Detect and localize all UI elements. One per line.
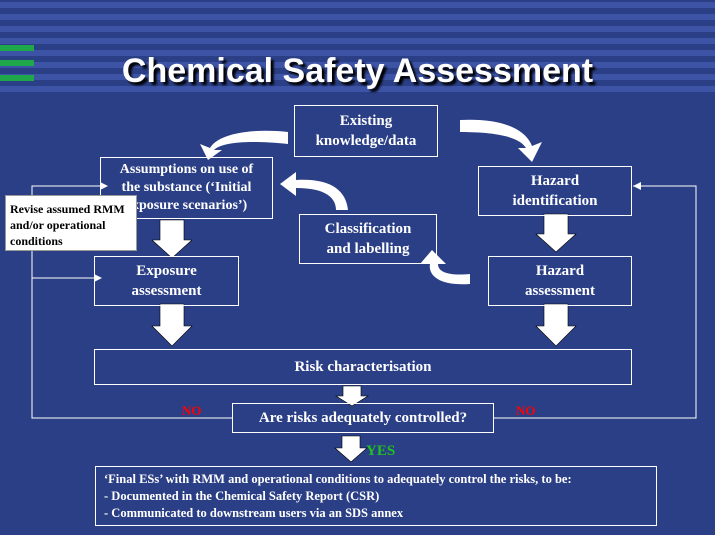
final-line-1: ‘Final ESs’ with RMM and operational con… [104,472,572,486]
yes-label: YES [366,443,396,459]
header-stripes [0,0,715,100]
curved-arrow-to-hazard [460,119,542,162]
green-bar-3 [0,75,34,81]
green-bar-2 [0,60,34,66]
hazard-identification-box: Hazard identification [478,166,632,216]
curved-arrow-to-assumptions [200,130,288,160]
curved-arrow-class-to-assumptions [280,172,348,210]
revise-rmm-note: Revise assumed RMM and/or operational co… [5,195,137,251]
final-line-3: - Communicated to downstream users via a… [104,506,404,520]
classification-labelling-box: Classification and labelling [299,214,437,264]
exposure-assessment-box: Exposure assessment [94,256,239,306]
block-arrow-hazardid-to-assess [535,213,577,253]
risks-controlled-question-box: Are risks adequately controlled? [232,403,494,433]
risk-characterisation-box: Risk characterisation [94,349,632,385]
final-line-2: - Documented in the Chemical Safety Repo… [104,489,380,503]
page-title: Chemical Safety Assessment [121,52,594,90]
no-label-left: NO [182,403,202,418]
block-arrow-exposure-to-risk [151,303,193,347]
final-es-box: ‘Final ESs’ with RMM and operational con… [95,466,657,526]
existing-knowledge-box: Existing knowledge/data [294,105,438,157]
hazard-assessment-box: Hazard assessment [488,256,632,306]
assumptions-box: Assumptions on use of the substance (‘In… [100,157,273,219]
block-arrow-assumptions-to-exposure [151,219,193,259]
green-bar-1 [0,45,34,51]
no-label-right: NO [516,403,536,418]
block-arrow-hazard-to-risk [535,303,577,347]
right-loop-arrowhead [633,182,641,190]
block-arrow-question-to-final [334,435,368,463]
